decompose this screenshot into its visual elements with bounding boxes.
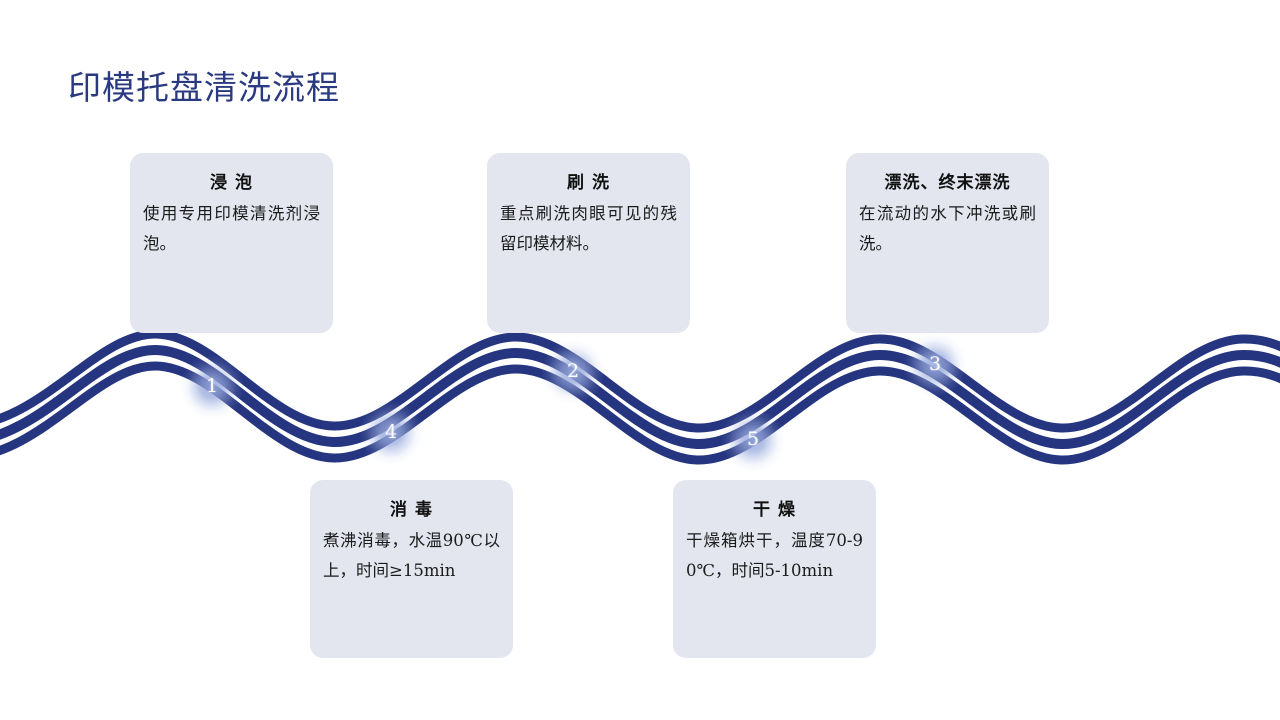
step-card-3[interactable]: 漂洗、终末漂洗 在流动的水下冲洗或刷洗。: [846, 153, 1049, 333]
wave-band-group: [0, 334, 1280, 460]
step-card-2[interactable]: 刷 洗 重点刷洗肉眼可见的残留印模材料。: [487, 153, 690, 333]
page-title: 印模托盘清洗流程: [68, 68, 340, 107]
step-card-5[interactable]: 干 燥 干燥箱烘干，温度70-90℃，时间5-10min: [673, 480, 876, 658]
step-card-body: 在流动的水下冲洗或刷洗。: [859, 204, 1036, 253]
step-card-body: 干燥箱烘干，温度70-90℃，时间5-10min: [686, 531, 863, 580]
step-card-body: 重点刷洗肉眼可见的残留印模材料。: [500, 204, 677, 253]
step-card-title: 干 燥: [753, 500, 796, 520]
step-card-4[interactable]: 消 毒 煮沸消毒，水温90℃以上，时间≥15min: [310, 480, 513, 658]
step-card-1[interactable]: 浸 泡 使用专用印模清洗剂浸泡。: [130, 153, 333, 333]
step-card-title: 刷 洗: [567, 173, 610, 193]
wave-ribbon-graphic: [0, 330, 1280, 480]
step-card-title: 消 毒: [390, 500, 433, 520]
step-card-title: 浸 泡: [210, 173, 253, 193]
step-card-title: 漂洗、终末漂洗: [884, 173, 1011, 193]
step-card-body: 使用专用印模清洗剂浸泡。: [143, 204, 320, 253]
step-card-body: 煮沸消毒，水温90℃以上，时间≥15min: [323, 531, 500, 580]
